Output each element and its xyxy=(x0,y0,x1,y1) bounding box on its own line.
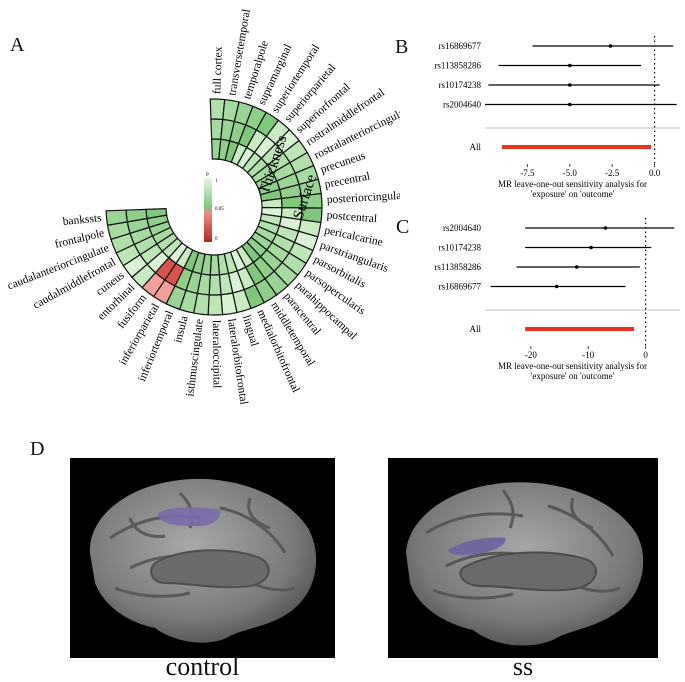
point-estimate xyxy=(589,245,593,250)
x-axis-label: MR leave-one-out sensitivity analysis fo… xyxy=(498,179,647,189)
region-label: postcentral xyxy=(326,209,377,225)
x-tick-label: -20 xyxy=(525,350,537,360)
x-tick-label: -2.5 xyxy=(605,168,620,178)
region-label: precentral xyxy=(324,170,371,191)
legend-tick: 0 xyxy=(215,237,218,242)
point-estimate xyxy=(567,63,572,68)
x-tick-label: -5.0 xyxy=(563,168,578,178)
highlight-region-ss xyxy=(448,537,506,556)
forest-plot-b: rs16869677 rs113858286 rs10174238 rs2004640… xyxy=(434,36,680,199)
snp-label: rs113858286 xyxy=(434,262,481,272)
snp-label: rs2004640 xyxy=(443,223,481,233)
caption-control: control xyxy=(165,652,240,681)
caption-ss: ss xyxy=(512,652,534,681)
point-estimate xyxy=(574,265,579,269)
snp-label: rs16869677 xyxy=(439,282,482,292)
region-label: insula xyxy=(172,315,191,345)
point-estimate xyxy=(603,226,608,230)
point-estimate xyxy=(567,83,572,87)
region-label: isthmuscingulate xyxy=(184,318,205,397)
panel-label-a: A xyxy=(10,34,25,56)
x-axis-label: 'exposure' on 'outcome' xyxy=(531,371,615,381)
heatmap-cell xyxy=(105,209,128,226)
snp-label: rs113858286 xyxy=(434,61,481,71)
brain-image-control xyxy=(70,458,335,658)
legend-title: P xyxy=(206,173,209,178)
point-estimate xyxy=(608,44,613,48)
snp-label: rs16869677 xyxy=(439,41,482,51)
x-tick-label: 0 xyxy=(643,350,648,360)
all-label: All xyxy=(469,324,481,334)
brain-render-control xyxy=(89,478,317,643)
panel-label-b: B xyxy=(395,36,409,58)
brain-render-ss xyxy=(406,482,644,646)
region-label: full cortex xyxy=(211,46,225,94)
all-label: All xyxy=(469,142,481,152)
x-axis-label: MR leave-one-out sensitivity analysis fo… xyxy=(498,361,647,371)
heatmap-cell xyxy=(208,274,222,296)
panel-label-d: D xyxy=(30,438,45,460)
heatmap-cell xyxy=(207,294,224,316)
snp-label: rs10174238 xyxy=(439,243,482,253)
panel-label-c: C xyxy=(396,216,410,238)
x-tick-label: 0.0 xyxy=(649,168,661,178)
x-tick-label: -10 xyxy=(582,350,594,360)
region-label: lateraloccipital xyxy=(210,320,223,388)
highlight-region-control xyxy=(158,507,221,527)
x-tick-label: -7.5 xyxy=(520,168,535,178)
forest-plot-c: rs2004640 rs10174238 rs113858286 rs16869677… xyxy=(434,218,680,381)
region-label: posteriorcingulate xyxy=(326,189,400,206)
snp-label: rs2004640 xyxy=(443,100,481,110)
point-estimate xyxy=(567,102,572,107)
point-estimate xyxy=(554,284,559,289)
color-legend-bar xyxy=(204,178,212,242)
region-label: bankssts xyxy=(62,212,103,228)
brain-image-ss xyxy=(388,458,658,658)
legend-tick: 0.05 xyxy=(215,207,224,212)
legend-tick: 1 xyxy=(215,179,218,184)
x-axis-label: 'exposure' on 'outcome' xyxy=(531,189,615,199)
snp-label: rs10174238 xyxy=(439,80,482,90)
